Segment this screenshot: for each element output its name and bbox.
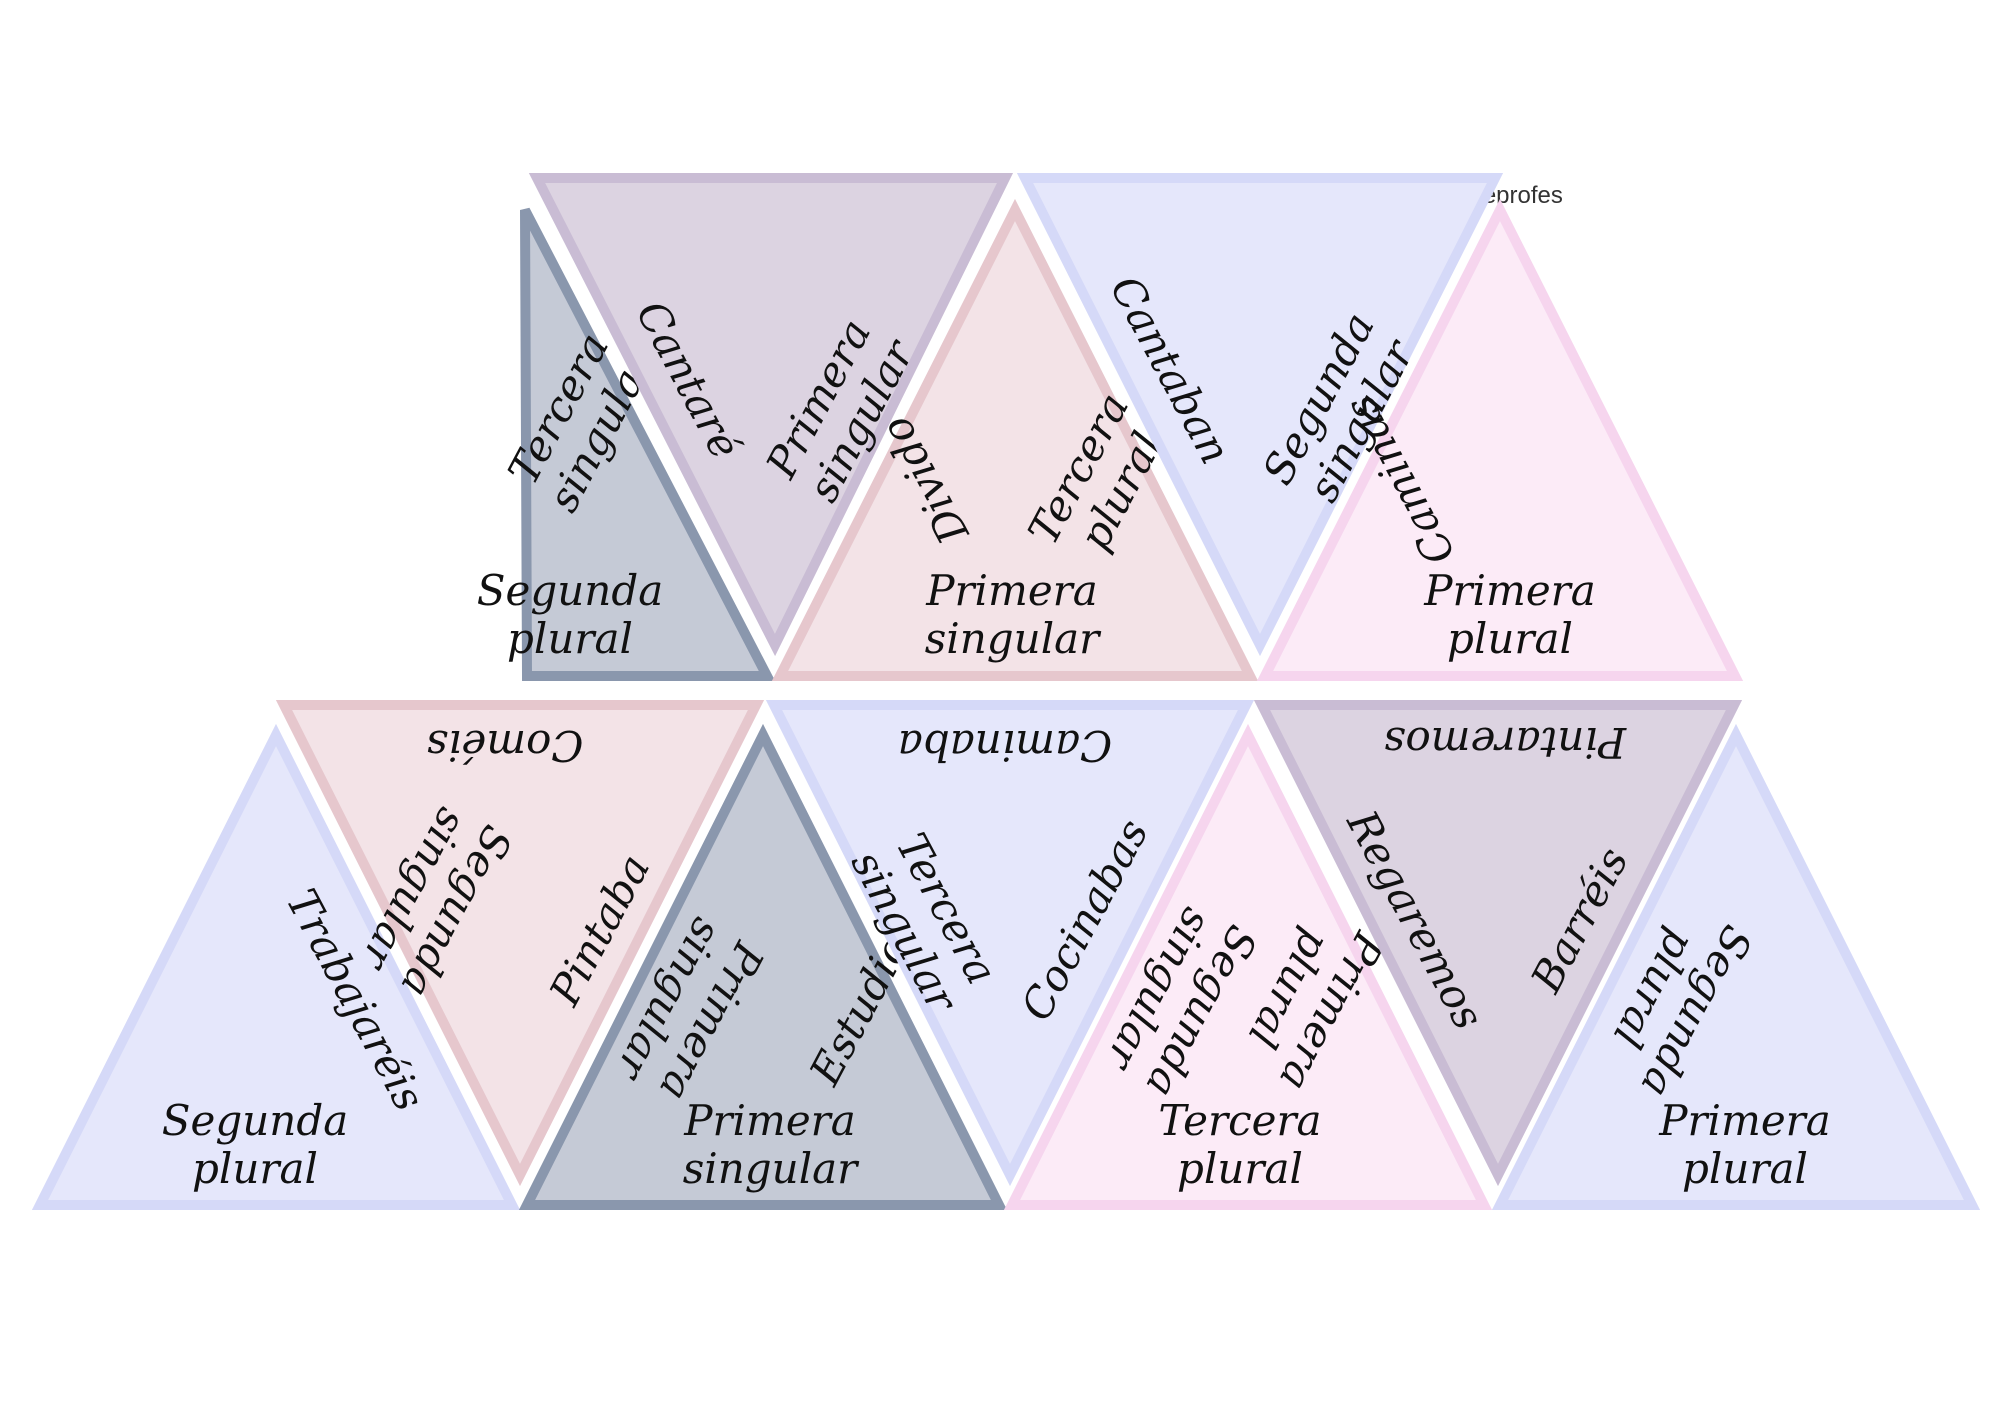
tile-label: Pintaremos <box>1384 718 1627 767</box>
tile-label: Caminaba <box>898 721 1112 770</box>
tile-label: Coméis <box>426 721 583 770</box>
triangle-tile[interactable]: Pintaremos Regaremos Barréis <box>1253 700 1743 1187</box>
triangle-tile[interactable]: Coméis Segundasingular Pintaba <box>275 700 765 1187</box>
